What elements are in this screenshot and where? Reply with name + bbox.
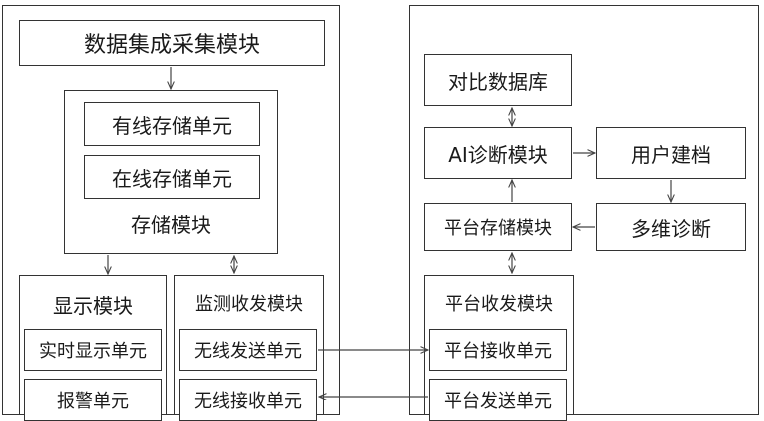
monitor-transceiver-module-label: 监测收发模块 [195,294,303,315]
platform-transceiver-module-label: 平台收发模块 [445,294,553,315]
platform-receive-unit-label: 平台接收单元 [444,341,552,362]
realtime-display-unit: 实时显示单元 [24,329,162,371]
storage-module-label: 存储模块 [131,213,211,237]
compare-database-label: 对比数据库 [448,69,548,94]
platform-receive-unit: 平台接收单元 [429,329,567,371]
data-collection-module-label: 数据集成采集模块 [83,33,260,58]
connector-layer [0,67,764,400]
wired-storage-unit: 有线存储单元 [84,102,260,146]
multi-dimensional-diagnosis-label: 多维诊断 [631,216,711,241]
user-profile: 用户建档 [596,127,746,179]
platform-storage-module: 平台存储模块 [424,203,572,251]
ai-diagnosis-module-label: AI诊断模块 [448,142,548,167]
user-profile-label: 用户建档 [631,142,711,167]
online-storage-unit-label: 在线存储单元 [112,166,232,191]
wireless-send-unit: 无线发送单元 [179,329,317,371]
realtime-display-unit-label: 实时显示单元 [39,341,147,362]
multi-dimensional-diagnosis: 多维诊断 [596,203,746,251]
wired-storage-unit-label: 有线存储单元 [112,113,232,138]
display-module-label: 显示模块 [53,294,133,318]
compare-database: 对比数据库 [424,54,572,106]
online-storage-unit: 在线存储单元 [84,155,260,199]
ai-diagnosis-module: AI诊断模块 [424,127,572,179]
wireless-send-unit-label: 无线发送单元 [194,341,302,362]
data-collection-module: 数据集成采集模块 [19,20,325,66]
platform-storage-module-label: 平台存储模块 [444,218,552,239]
